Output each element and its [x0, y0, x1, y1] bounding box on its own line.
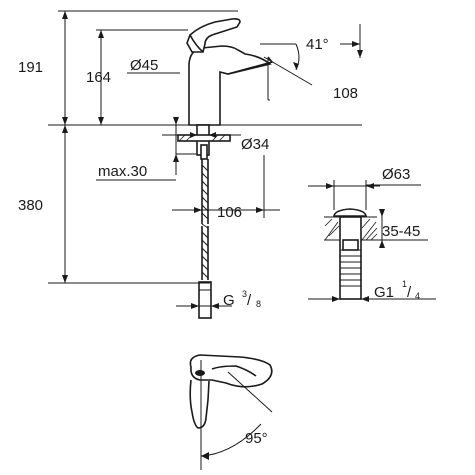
- lever-top-view: 95°: [189, 354, 273, 470]
- mounting-nut: [200, 144, 208, 160]
- hose-connection-fraction-num: 3: [242, 289, 247, 299]
- lever-handle: [186, 18, 241, 53]
- dimension-spout-reach: 108: [268, 24, 363, 102]
- base-diameter-label: Ø34: [241, 136, 269, 153]
- spout-angle-label: 41°: [306, 36, 329, 53]
- total-height-label: 191: [18, 59, 43, 76]
- dimension-spout-angle: 41°: [260, 36, 360, 100]
- waste-clamp-range-label: 35-45: [382, 223, 420, 240]
- waste-thread-fraction-den: 4: [415, 291, 420, 301]
- aerator-diameter-label: Ø45: [130, 57, 158, 74]
- dimension-aerator-diameter: Ø45: [127, 57, 180, 74]
- spout-height-label: 164: [86, 69, 111, 86]
- dimension-tap-hole-distance: 106: [172, 155, 280, 221]
- spout-reach-label: 108: [333, 85, 358, 102]
- tap-hole-distance-label: 106: [217, 204, 242, 221]
- lever-rotation-label: 95°: [245, 430, 268, 447]
- waste-body: [339, 216, 362, 300]
- fraction-slash: /: [247, 292, 252, 309]
- lever-cap: [189, 34, 204, 53]
- dimension-hose-connection: G 3 / 8: [176, 289, 261, 309]
- dimension-hose-length: 380: [18, 125, 210, 284]
- faucet-side-view: [48, 10, 362, 319]
- indicator-dot: [195, 370, 205, 376]
- hose-length-label: 380: [18, 197, 43, 214]
- hose-connection-fraction-den: 8: [256, 299, 261, 309]
- flex-hose: [198, 159, 212, 319]
- deck-thickness-label: max.30: [98, 163, 147, 180]
- waste-thread-fraction-num: 1: [402, 279, 407, 289]
- waste-fraction-slash: /: [407, 284, 412, 301]
- faucet-body: [188, 45, 272, 126]
- dimension-base-diameter: Ø34: [162, 132, 269, 153]
- waste-plug-head: [333, 208, 367, 217]
- hose-end-fitting: [198, 281, 212, 319]
- waste-nut: [342, 239, 359, 251]
- dimension-spout-height: 164: [86, 30, 111, 125]
- lever-rotated-position: [189, 379, 210, 429]
- waste-valve-view: Ø63: [308, 166, 436, 302]
- waste-diameter-label: Ø63: [382, 166, 410, 183]
- waste-thread-label: G1: [374, 284, 394, 301]
- dimension-total-height: 191: [18, 11, 68, 125]
- lever-top-inner: [211, 365, 257, 377]
- dimension-deck-thickness: max.30: [96, 117, 196, 181]
- hose-connection-label: G: [223, 292, 235, 309]
- lever-top-outline: [189, 354, 273, 388]
